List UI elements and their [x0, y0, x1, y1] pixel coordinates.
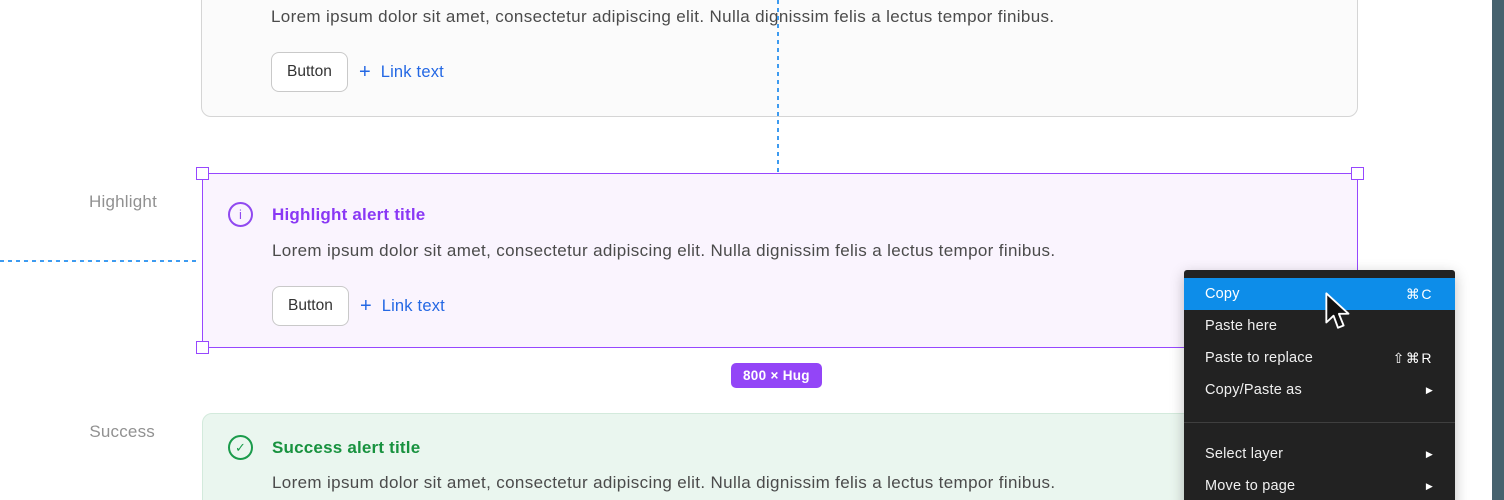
- plus-icon: +: [360, 295, 372, 317]
- alert-button[interactable]: Button: [271, 52, 348, 92]
- menu-item-select-layer[interactable]: Select layer ▶: [1205, 446, 1433, 462]
- alert-body-text: Lorem ipsum dolor sit amet, consectetur …: [271, 7, 1055, 26]
- menu-item-paste-to-replace[interactable]: Paste to replace ⇧⌘R: [1205, 349, 1433, 367]
- alert-link[interactable]: + Link text: [359, 52, 444, 92]
- section-label-highlight[interactable]: Highlight: [89, 192, 157, 211]
- submenu-arrow-icon: ▶: [1425, 448, 1433, 459]
- alert-title: Success alert title: [272, 438, 421, 457]
- alert-title: Highlight alert title: [272, 205, 426, 224]
- alert-link[interactable]: + Link text: [360, 286, 445, 326]
- horizontal-alignment-guide: [0, 260, 199, 262]
- alert-button-label: Button: [288, 297, 333, 314]
- menu-item-move-to-page[interactable]: Move to page ▶: [1205, 478, 1433, 494]
- context-menu: Copy ⌘C Paste here Paste to replace ⇧⌘R …: [1184, 270, 1455, 500]
- alert-body-text: Lorem ipsum dolor sit amet, consectetur …: [272, 473, 1056, 492]
- selection-handle-top-left[interactable]: [196, 167, 209, 180]
- alert-button[interactable]: Button: [272, 286, 349, 326]
- check-circle-icon: ✓: [228, 435, 253, 460]
- shortcut-label: ⌘C: [1405, 285, 1433, 302]
- menu-separator: [1184, 422, 1455, 423]
- menu-item-paste-here[interactable]: Paste here: [1205, 318, 1278, 334]
- menu-item-copy[interactable]: Copy ⌘C: [1184, 278, 1455, 310]
- alert-body-text: Lorem ipsum dolor sit amet, consectetur …: [272, 241, 1056, 260]
- plus-icon: +: [359, 61, 371, 83]
- alert-card-success[interactable]: ✓ Success alert title Lorem ipsum dolor …: [202, 413, 1358, 500]
- selection-handle-top-right[interactable]: [1351, 167, 1364, 180]
- shortcut-label: ⇧⌘R: [1392, 349, 1433, 366]
- cursor-pointer-icon: [1325, 292, 1350, 329]
- selection-handle-bottom-left[interactable]: [196, 341, 209, 354]
- submenu-arrow-icon: ▶: [1425, 480, 1433, 491]
- vertical-alignment-guide: [777, 0, 779, 173]
- alert-card-default[interactable]: Lorem ipsum dolor sit amet, consectetur …: [201, 0, 1358, 117]
- alert-button-label: Button: [287, 63, 332, 80]
- right-panel-edge: [1492, 0, 1504, 500]
- alert-link-label: Link text: [381, 296, 445, 315]
- menu-item-copy-paste-as[interactable]: Copy/Paste as ▶: [1205, 382, 1433, 398]
- submenu-arrow-icon: ▶: [1425, 384, 1433, 395]
- info-circle-icon: i: [228, 202, 253, 227]
- selection-size-badge: 800 × Hug: [731, 363, 822, 388]
- section-label-success[interactable]: Success: [89, 422, 155, 441]
- alert-card-highlight[interactable]: i Highlight alert title Lorem ipsum dolo…: [202, 173, 1358, 348]
- alert-link-label: Link text: [380, 62, 444, 81]
